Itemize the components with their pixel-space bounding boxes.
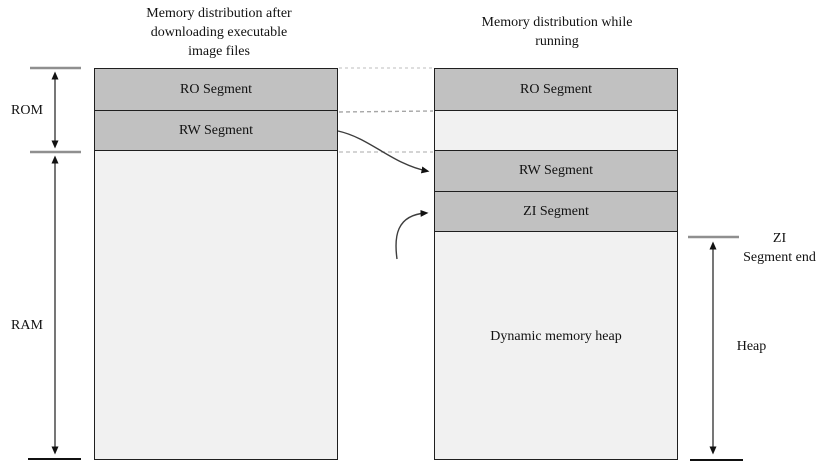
right-rw-segment-label: RW Segment <box>518 163 594 178</box>
right-ro-segment-label: RO Segment <box>520 81 592 97</box>
zi-end-line-2: Segment end <box>743 250 816 265</box>
left-title-line-3: image files <box>188 44 250 59</box>
left-title-line-1: Memory distribution after <box>146 6 292 21</box>
left-rw-segment-label: RW Segment <box>178 122 254 138</box>
left-title-line-2: downloading executable <box>150 25 288 40</box>
heap-label: Heap <box>736 339 767 354</box>
right-title-line-2: running <box>535 34 579 49</box>
ram-extent-arrow <box>28 155 81 460</box>
dynamic-heap-label: Dynamic memory heap <box>490 328 622 344</box>
dynamic-heap-area: Dynamic memory heap <box>435 232 677 459</box>
rom-label: ROM <box>11 103 43 118</box>
zi-segment-end-label: ZI Segment end <box>717 229 829 267</box>
left-column-title: Memory distribution after downloading ex… <box>119 4 319 61</box>
rw-relocation-arrow <box>337 130 430 174</box>
zi-end-line-1: ZI <box>772 231 787 246</box>
right-ro-segment: RO Segment <box>435 69 677 111</box>
right-zi-segment: ZI Segment <box>435 192 677 232</box>
left-ro-segment: RO Segment <box>95 69 337 111</box>
right-rw-segment: RW Segment <box>435 151 677 192</box>
right-title-line-1: Memory distribution while <box>481 15 633 30</box>
right-zi-segment-label: ZI Segment <box>523 203 589 219</box>
left-ro-segment-label: RO Segment <box>180 81 252 97</box>
ram-label: RAM <box>11 318 43 333</box>
left-memory-column: RO Segment RW Segment <box>94 68 338 460</box>
right-gap-area <box>435 111 677 151</box>
left-free-area <box>95 151 337 459</box>
zi-relocation-arrow <box>395 209 429 260</box>
right-column-title: Memory distribution while running <box>457 13 657 51</box>
right-memory-column: RO Segment RW Segment ZI Segment Dynamic… <box>434 68 678 460</box>
left-rw-segment: RW Segment <box>95 111 337 151</box>
dashed-connector-lines <box>338 67 434 153</box>
